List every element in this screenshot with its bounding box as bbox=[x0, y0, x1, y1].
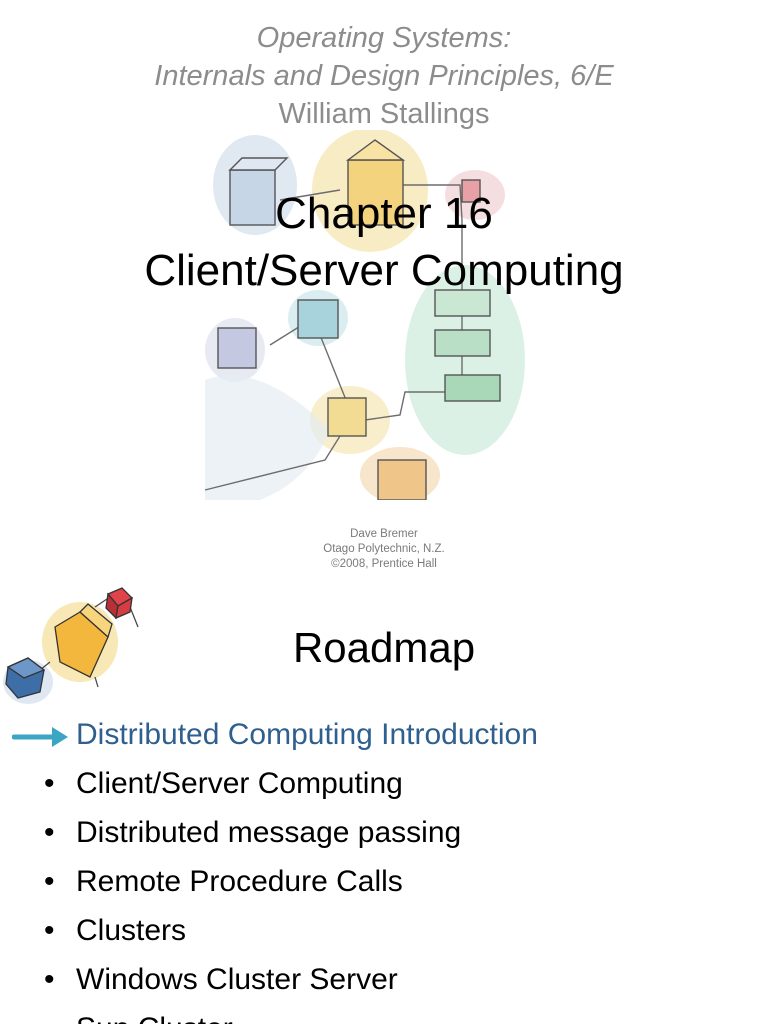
roadmap-item-label: Sun Cluster bbox=[76, 1012, 233, 1024]
book-title-line1: Operating Systems: bbox=[256, 22, 512, 54]
roadmap-item: •Sun Cluster bbox=[44, 1009, 233, 1024]
credit-line: ©2008, Prentice Hall bbox=[331, 558, 437, 570]
roadmap-item-label: Clusters bbox=[76, 914, 187, 947]
network-illustration bbox=[204, 130, 525, 500]
author: William Stallings bbox=[278, 98, 490, 130]
bullet-marker: • bbox=[44, 767, 55, 800]
roadmap-item-label: Remote Procedure Calls bbox=[76, 865, 403, 898]
bullet-marker: • bbox=[44, 963, 55, 996]
roadmap-item: • Clusters bbox=[44, 911, 186, 951]
cube-logo-icon bbox=[3, 587, 139, 704]
roadmap-item: • Distributed message passing bbox=[44, 813, 461, 853]
chapter-title: Client/Server Computing bbox=[144, 246, 624, 295]
chapter-number: Chapter 16 bbox=[275, 189, 493, 238]
roadmap-item-label: Distributed Computing Introduction bbox=[76, 718, 538, 751]
current-item-arrow-icon bbox=[12, 727, 68, 747]
roadmap-item-label: Client/Server Computing bbox=[76, 767, 403, 800]
bullet-marker: • bbox=[44, 914, 55, 947]
roadmap-item: • Windows Cluster Server bbox=[44, 960, 398, 1000]
roadmap-item: • Client/Server Computing bbox=[44, 764, 403, 804]
roadmap-item: • Remote Procedure Calls bbox=[44, 862, 403, 902]
credit-line: Dave Bremer bbox=[350, 528, 418, 540]
credits: Dave Bremer Otago Polytechnic, N.Z. ©200… bbox=[0, 527, 768, 572]
roadmap-title: Roadmap bbox=[292, 624, 476, 671]
credit-line: Otago Polytechnic, N.Z. bbox=[323, 543, 445, 555]
bullet-marker: • bbox=[44, 865, 55, 898]
bullet-marker: • bbox=[44, 816, 55, 849]
roadmap-item-label: Windows Cluster Server bbox=[76, 963, 398, 996]
book-title-line2: Internals and Design Principles, 6/E bbox=[154, 60, 614, 92]
roadmap-item-label: Distributed message passing bbox=[76, 816, 462, 849]
roadmap-item-current: Distributed Computing Introduction bbox=[44, 715, 538, 755]
bullet-marker: • bbox=[44, 1009, 76, 1024]
